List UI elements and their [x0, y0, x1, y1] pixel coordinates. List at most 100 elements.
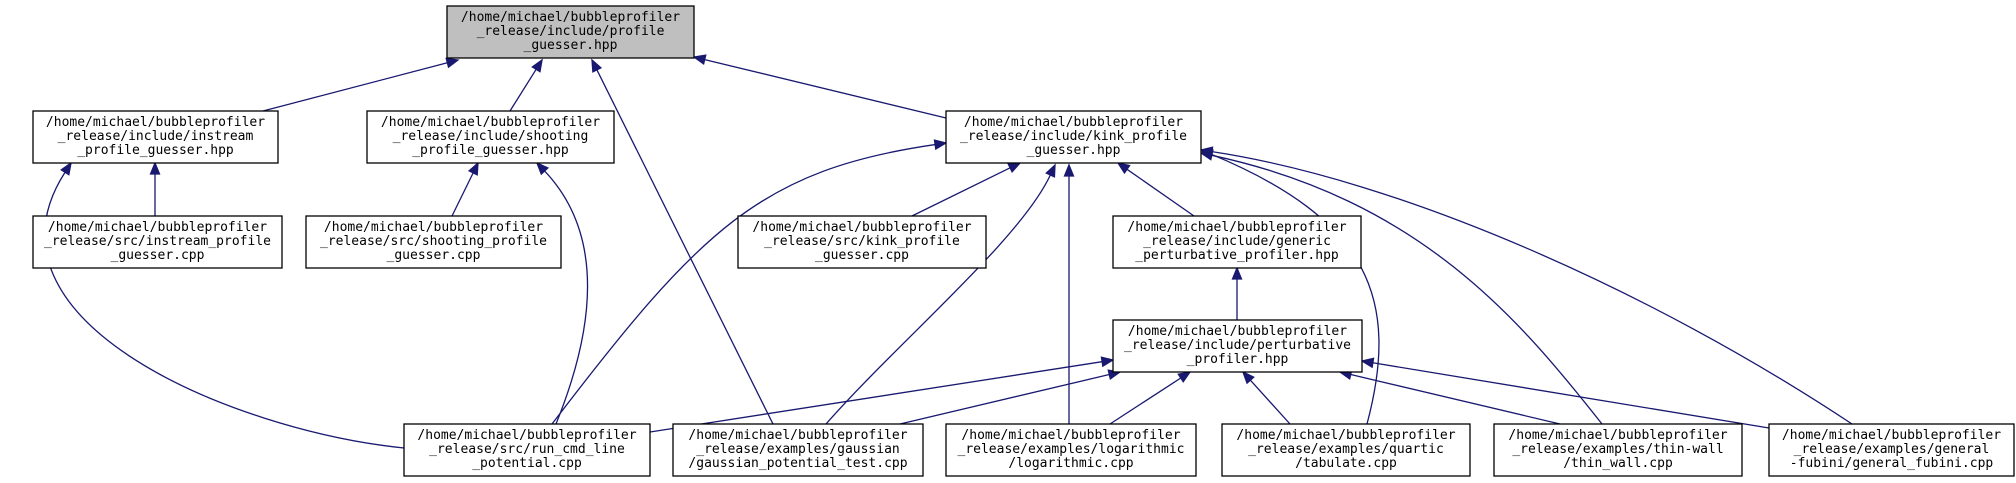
node-quartic[interactable]: /home/michael/bubbleprofiler_release/exa…	[1221, 423, 1471, 477]
node-label-line: /home/michael/bubbleprofiler	[46, 115, 265, 130]
edge-line	[551, 143, 936, 425]
node-label-line: _release/examples/gaussian	[696, 442, 900, 457]
node-root: /home/michael/bubbleprofiler_release/inc…	[446, 5, 695, 59]
edge-generic_hpp-to-kink_hpp	[1116, 162, 1195, 217]
node-shooting-cpp[interactable]: /home/michael/bubbleprofiler_release/src…	[305, 215, 562, 269]
node-label-line: _release/src/instream_profile	[44, 234, 271, 249]
node-label-line: _release/src/kink_profile	[764, 234, 960, 249]
edge-line	[544, 170, 589, 425]
node-box	[403, 423, 651, 477]
edge-line	[451, 172, 474, 217]
edge-line	[1350, 373, 1561, 425]
node-label-line: /home/michael/bubbleprofiler	[461, 10, 680, 25]
arrowhead-icon	[149, 161, 161, 175]
node-label-line: _perturbative_profiler.hpp	[1135, 248, 1339, 263]
edge-line	[1211, 154, 1603, 425]
node-label-line: _profile_guesser.hpp	[77, 143, 234, 158]
arrowhead-icon	[1231, 266, 1243, 280]
node-thinwall[interactable]: /home/michael/bubbleprofiler_release/exa…	[1493, 423, 1743, 477]
node-label-line: /home/michael/bubbleprofiler	[1127, 220, 1346, 235]
arrowhead-icon	[445, 57, 460, 69]
node-label-line: /home/michael/bubbleprofiler	[1508, 428, 1727, 443]
arrowhead-icon	[1360, 357, 1375, 369]
node-kink-cpp[interactable]: /home/michael/bubbleprofiler_release/src…	[737, 215, 987, 269]
arrowhead-icon	[1241, 370, 1255, 385]
edge-kink_hpp-to-root	[692, 54, 947, 119]
edge-gaussian-to-kink_hpp	[825, 163, 1056, 425]
edge-instream_cpp-to-instream_hpp	[149, 161, 161, 216]
node-label-line: _release/include/kink_profile	[960, 129, 1187, 144]
node-box	[1493, 423, 1743, 477]
edge-perturbative_hpp-to-generic_hpp	[1231, 266, 1243, 320]
edge-line	[1210, 153, 1380, 425]
edge-gaussian-to-perturbative_hpp	[899, 369, 1122, 425]
node-label-line: _release/examples/quartic	[1248, 442, 1444, 457]
edge-kink_cpp-to-kink_hpp	[911, 162, 1022, 217]
edge-run_cmd-to-instream_hpp	[44, 161, 405, 449]
node-run-cmd[interactable]: /home/michael/bubbleprofiler_release/src…	[403, 423, 651, 477]
node-label-line: /home/michael/bubbleprofiler	[324, 220, 543, 235]
edge-fubini-to-perturbative_hpp	[1360, 357, 1770, 429]
edge-instream_hpp-to-root	[262, 57, 460, 112]
edge-line	[1109, 377, 1182, 425]
node-perturbative-hpp[interactable]: /home/michael/bubbleprofiler_release/inc…	[1112, 319, 1363, 373]
node-label-line: /home/michael/bubbleprofiler	[688, 428, 907, 443]
node-label-line: /home/michael/bubbleprofiler	[417, 428, 636, 443]
node-label-line: _guesser.cpp	[111, 248, 205, 263]
arrowhead-icon	[535, 161, 549, 176]
node-label-line: _release/include/profile	[477, 24, 665, 39]
edge-run_cmd-to-perturbative_hpp	[649, 356, 1115, 433]
node-gaussian[interactable]: /home/michael/bubbleprofiler_release/exa…	[672, 423, 924, 477]
arrowhead-icon	[692, 54, 707, 66]
edge-line	[1249, 379, 1291, 425]
arrowhead-icon	[467, 161, 479, 176]
node-label-line: _guesser.cpp	[815, 248, 909, 263]
node-instream-hpp[interactable]: /home/michael/bubbleprofiler_release/inc…	[32, 110, 279, 164]
node-label-line: /home/michael/bubbleprofiler	[381, 115, 600, 130]
node-box	[737, 215, 987, 269]
node-label-line: _release/include/generic	[1143, 234, 1331, 249]
edge-shooting_hpp-to-root	[509, 58, 543, 112]
edge-run_cmd-to-kink_hpp	[551, 139, 948, 425]
node-label-line: _release/examples/logarithmic	[958, 442, 1185, 457]
node-box	[945, 423, 1197, 477]
node-label-line: _release/src/run_cmd_line	[429, 442, 625, 457]
node-logarithmic[interactable]: /home/michael/bubbleprofiler_release/exa…	[945, 423, 1197, 477]
edge-line	[704, 58, 947, 119]
node-box	[32, 110, 279, 164]
node-fubini[interactable]: /home/michael/bubbleprofiler_release/exa…	[1768, 423, 2015, 477]
arrowhead-icon	[1063, 163, 1075, 177]
node-box	[305, 215, 562, 269]
node-label-line: -fubini/general_fubini.cpp	[1790, 456, 1994, 471]
node-instream-cpp[interactable]: /home/michael/bubbleprofiler_release/src…	[32, 215, 283, 269]
edge-fubini-to-kink_hpp	[1199, 146, 1853, 425]
node-kink-hpp[interactable]: /home/michael/bubbleprofiler_release/inc…	[945, 110, 1202, 164]
edge-line	[899, 373, 1110, 425]
edge-line	[1372, 362, 1770, 429]
node-label-line: _release/include/instream	[58, 129, 254, 144]
node-label-line: _guesser.hpp	[524, 38, 618, 53]
node-box	[1221, 423, 1471, 477]
node-label-line: /home/michael/bubbleprofiler	[48, 220, 267, 235]
edge-quartic-to-perturbative_hpp	[1241, 370, 1291, 425]
node-generic-hpp[interactable]: /home/michael/bubbleprofiler_release/inc…	[1112, 215, 1362, 269]
edge-line	[596, 69, 774, 425]
file-nodes: /home/michael/bubbleprofiler_release/inc…	[32, 5, 2015, 477]
node-box	[366, 110, 615, 164]
node-label-line: _profiler.hpp	[1187, 352, 1289, 367]
node-label-line: _release/include/perturbative	[1124, 338, 1351, 353]
arrowhead-icon	[1199, 146, 1214, 158]
node-box	[672, 423, 924, 477]
node-box	[945, 110, 1202, 164]
edge-line	[262, 62, 448, 112]
node-shooting-hpp[interactable]: /home/michael/bubbleprofiler_release/inc…	[366, 110, 615, 164]
node-label-line: _guesser.hpp	[1027, 143, 1121, 158]
node-label-line: _profile_guesser.hpp	[412, 143, 569, 158]
node-label-line: _release/examples/thin-wall	[1512, 442, 1723, 457]
node-label-line: /tabulate.cpp	[1295, 456, 1397, 471]
edge-line	[44, 171, 405, 449]
arrowhead-icon	[1045, 163, 1056, 178]
node-label-line: _potential.cpp	[472, 456, 582, 471]
edge-line	[911, 167, 1011, 217]
